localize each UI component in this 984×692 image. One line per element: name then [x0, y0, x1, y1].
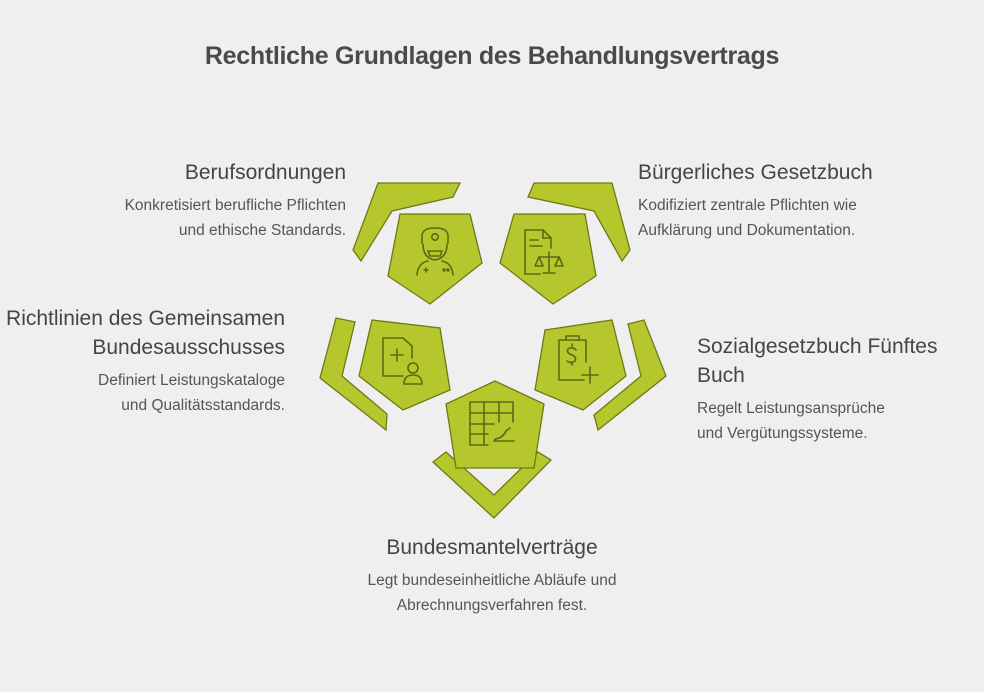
heading-line: Richtlinien des Gemeinsamen: [6, 307, 285, 330]
inner-pentagon: [358, 319, 451, 411]
item-heading: Bürgerliches Gesetzbuch: [638, 161, 873, 184]
desc-line: und Vergütungssysteme.: [697, 425, 868, 442]
inner-pentagon: [534, 319, 627, 411]
item-heading: Bundesmantelverträge: [386, 536, 598, 559]
desc-line: Legt bundeseinheitliche Abläufe und: [367, 572, 617, 589]
item-bundesmantelvertraege: Bundesmantelverträge Legt bundeseinheitl…: [292, 533, 692, 618]
desc-line: und Qualitätsstandards.: [121, 397, 285, 414]
medical-file-person-icon: [382, 337, 423, 385]
legal-document-scale-icon: [524, 229, 564, 275]
outer-chevron: [593, 319, 667, 432]
item-description: Legt bundeseinheitliche Abläufe und Abre…: [292, 568, 692, 618]
inner-pentagon: [445, 380, 545, 469]
desc-line: Konkretisiert berufliche Pflichten: [124, 197, 346, 214]
outer-chevron: [527, 182, 631, 263]
heading-line: Bundesausschusses: [92, 336, 285, 359]
segment-sozialgesetzbuch: [534, 319, 667, 432]
item-heading: Sozialgesetzbuch Fünftes Buch: [697, 335, 938, 387]
segment-richtlinien: [319, 317, 451, 432]
outer-chevron: [319, 317, 388, 432]
item-heading: Berufsordnungen: [184, 161, 346, 184]
inner-pentagon: [499, 213, 597, 305]
item-richtlinien: Richtlinien des Gemeinsamen Bundesaussch…: [6, 304, 285, 418]
desc-line: Definiert Leistungskataloge: [98, 372, 285, 389]
item-description: Regelt Leistungsansprüche und Vergütungs…: [697, 396, 984, 446]
desc-line: Regelt Leistungsansprüche: [697, 400, 885, 417]
clipboard-dollar-plus-icon: [558, 335, 599, 384]
table-chart-icon: [469, 401, 515, 446]
desc-line: Aufklärung und Dokumentation.: [638, 222, 856, 239]
segment-berufsordnungen: [352, 182, 483, 305]
item-sozialgesetzbuch: Sozialgesetzbuch Fünftes Buch Regelt Lei…: [697, 332, 984, 446]
segment-bundesmantelvertraege: [431, 380, 553, 519]
page-title: Rechtliche Grundlagen des Behandlungsver…: [204, 42, 780, 70]
item-description: Konkretisiert berufliche Pflichten und e…: [125, 193, 346, 243]
item-description: Definiert Leistungskataloge und Qualität…: [6, 368, 285, 418]
inner-pentagon: [387, 213, 483, 305]
item-heading: Richtlinien des Gemeinsamen Bundesaussch…: [6, 304, 285, 362]
desc-line: und ethische Standards.: [178, 222, 346, 239]
item-description: Kodifiziert zentrale Pflichten wie Aufkl…: [638, 193, 873, 243]
desc-line: Abrechnungsverfahren fest.: [396, 597, 588, 614]
item-berufsordnungen: Berufsordnungen Konkretisiert berufliche…: [125, 158, 346, 243]
segment-buergerliches-gesetzbuch: [499, 182, 631, 305]
outer-chevron: [352, 182, 462, 263]
doctor-icon: [416, 227, 454, 276]
item-buergerliches-gesetzbuch: Bürgerliches Gesetzbuch Kodifiziert zent…: [638, 158, 873, 243]
desc-line: Kodifiziert zentrale Pflichten wie: [638, 197, 857, 214]
